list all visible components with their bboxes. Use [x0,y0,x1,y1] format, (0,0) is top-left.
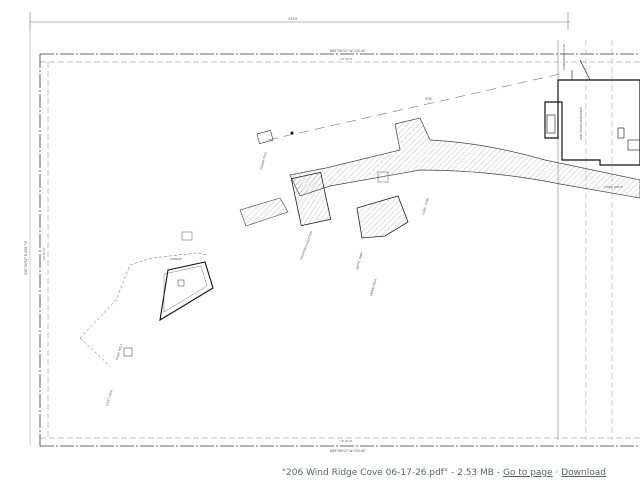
west-property-line: S00°00'52" E 208.71' 10' P.U.E. [24,22,49,446]
house-footprint: ONE STORY RESIDENCE [544,59,640,166]
west-inner-label: 10' P.U.E. [42,247,46,260]
file-info: "206 Wind Ridge Cove 06-17-26.pdf" - 2.5… [282,468,606,478]
driveway-label: CONC. DRIVE [604,185,623,189]
top-dimension: 333.0' [29,12,570,30]
download-link[interactable]: Download [561,468,606,478]
utility-markers: POWER POLE CONC. SLAB [256,129,429,216]
utility-label: POWER POLE [259,151,268,170]
well-label: PROP. WELL [115,343,123,360]
overhead-utility-line: OHE [267,73,561,141]
tank-label: SEPTIC TANK [355,252,364,271]
garage-outline: GARAGE [159,231,214,322]
septic-tank: SEPTIC TANK DRAIN FIELD [355,171,409,296]
existing-well-label: EXIST. WELL [105,388,113,406]
file-name: "206 Wind Ridge Cove 06-17-26.pdf" [281,468,449,478]
go-to-page-link[interactable]: Go to page [502,468,553,478]
site-plan-drawing: 333.0' N89°58'52" W 333.00' 10' P.U.E. 1… [24,12,640,453]
south-line-label: N89°58'52" W 333.00' [330,449,366,453]
pdf-preview: 333.0' N89°58'52" W 333.00' 10' P.U.E. 1… [24,12,640,453]
file-size: 2.53 MB [457,468,494,478]
separator: - [448,468,458,478]
east-setback-lines [557,40,613,440]
driveway: CONC. DRIVE [239,117,640,227]
west-line-label: S00°00'52" E 208.71' [24,241,28,275]
overhead-label: OHE [425,97,432,101]
file-info-bar: "206 Wind Ridge Cove 06-17-26.pdf" - 2.5… [0,464,640,480]
well-boundary: PROP. WELL EXIST. WELL [79,252,208,406]
road-label: WIND RIDGE COVE [562,44,566,70]
pad-label: PROPOSED ADDITION [299,231,313,261]
field-label: DRAIN FIELD [369,278,377,296]
slab-label: CONC. SLAB [421,198,429,216]
north-line-label: N89°58'52" W 333.00' [330,49,366,53]
south-inner-label: 10' P.U.E. [340,439,353,443]
separator: - [493,468,503,478]
house-label: ONE STORY RESIDENCE [579,107,583,140]
north-inner-label: 10' P.U.E. [340,57,353,61]
separator: · [552,468,562,478]
north-property-line: N89°58'52" W 333.00' 10' P.U.E. [40,49,640,63]
garage-label: GARAGE [170,257,182,261]
top-dimension-label: 333.0' [288,17,298,21]
south-property-line: 10' P.U.E. N89°58'52" W 333.00' [40,437,640,453]
